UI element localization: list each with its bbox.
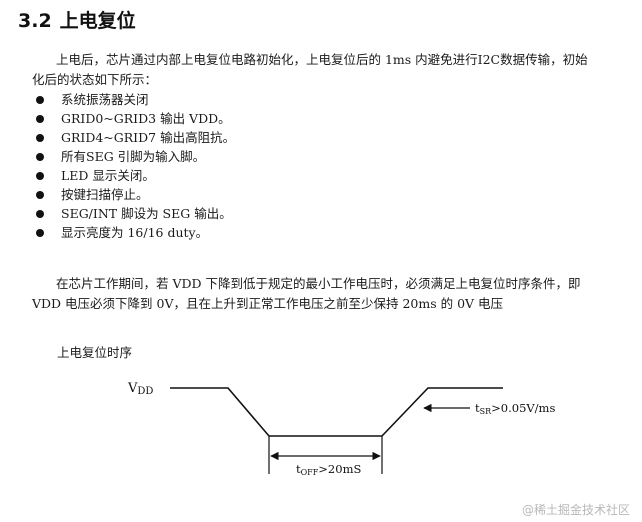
list-item: 按键扫描停止。 xyxy=(36,185,235,204)
initial-state-list: 系统振荡器关闭 GRID0~GRID3 输出 VDD。 GRID4~GRID7 … xyxy=(36,90,235,242)
list-item: 所有SEG 引脚为输入脚。 xyxy=(36,147,235,166)
bullet-icon xyxy=(36,209,44,218)
toff-label: tOFF>20mS xyxy=(296,462,361,477)
condition-paragraph: 在芯片工作期间，若 VDD 下降到低于规定的最小工作电压时，必须满足上电复位时序… xyxy=(32,276,581,311)
vdd-waveform xyxy=(170,387,503,437)
list-item: SEG/INT 脚设为 SEG 输出。 xyxy=(36,204,235,223)
section-heading: 3.2 上电复位 xyxy=(18,6,136,33)
bullet-icon xyxy=(36,114,44,123)
bullet-icon xyxy=(36,228,44,237)
bullet-icon xyxy=(36,190,44,199)
list-item: 显示亮度为 16/16 duty。 xyxy=(36,223,235,242)
intro-paragraph: 上电后，芯片通过内部上电复位电路初始化，上电复位后的 1ms 内避免进行I2C数… xyxy=(32,52,588,87)
section-number: 3.2 xyxy=(18,10,52,32)
vdd-label: VDD xyxy=(127,381,153,397)
list-item: GRID0~GRID3 输出 VDD。 xyxy=(36,109,235,128)
tsr-label: tSR>0.05V/ms xyxy=(475,401,555,416)
list-item: GRID4~GRID7 输出高阻抗。 xyxy=(36,128,235,147)
diagram-title: 上电复位时序 xyxy=(57,345,133,360)
bullet-icon xyxy=(36,152,44,161)
list-item: 系统振荡器关闭 xyxy=(36,90,235,109)
list-item: LED 显示关闭。 xyxy=(36,166,235,185)
section-title: 上电复位 xyxy=(59,10,136,32)
bullet-icon xyxy=(36,133,44,142)
bullet-icon xyxy=(36,171,44,180)
bullet-icon xyxy=(36,95,44,104)
watermark: @稀土掘金技术社区 xyxy=(521,503,630,517)
